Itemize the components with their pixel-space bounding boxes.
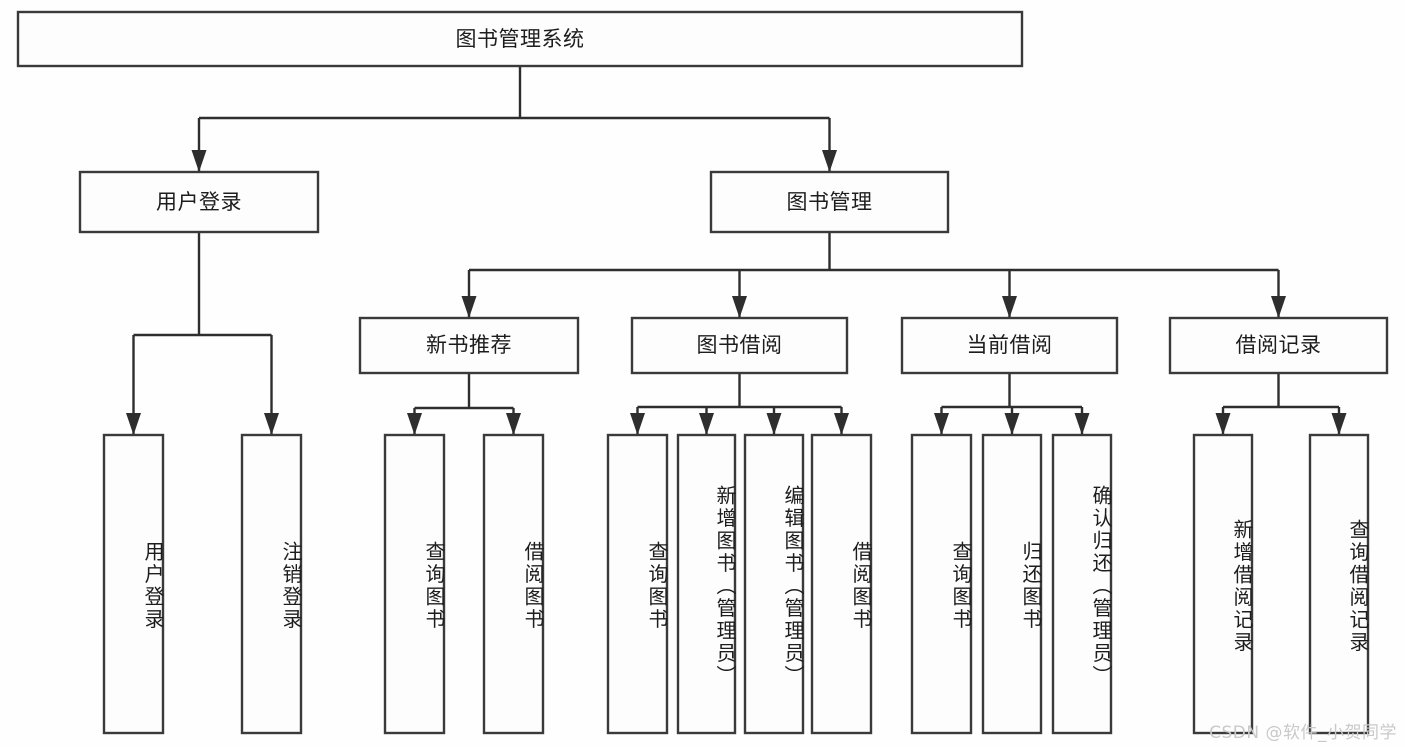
leaf-box-借阅图书[interactable]: [482, 433, 545, 735]
arrow-book-mgmt-2: [1002, 296, 1017, 318]
leaf-box-借阅图书[interactable]: [810, 433, 873, 735]
connector-layer: [126, 66, 1347, 435]
arrow-borrow-0: [630, 413, 645, 435]
box-layer: [16, 10, 1389, 735]
arrow-new-book-0: [407, 413, 422, 435]
arrow-current-1: [1004, 413, 1020, 435]
root-box-图书管理系统[interactable]: [16, 10, 1024, 68]
arrow-current-0: [934, 413, 949, 435]
leaf-box-归还图书[interactable]: [981, 433, 1043, 735]
leaf-box-编辑图书管理员[interactable]: [743, 433, 805, 735]
arrow-book-mgmt-0: [461, 296, 477, 318]
arrow-records-1: [1331, 413, 1347, 435]
level2-box-用户登录[interactable]: [78, 170, 320, 234]
leaf-box-查询借阅记录[interactable]: [1308, 433, 1370, 735]
arrow-book-mgmt-1: [732, 296, 747, 318]
level3-box-新书推荐[interactable]: [358, 316, 580, 375]
arrow-borrow-1: [699, 413, 714, 435]
arrow-root-1: [822, 150, 837, 172]
arrow-borrow-2: [766, 413, 782, 435]
leaf-box-新增图书管理员[interactable]: [676, 433, 737, 735]
leaf-box-查询图书[interactable]: [910, 433, 973, 735]
leaf-box-注销登录[interactable]: [240, 433, 303, 735]
watermark-text: CSDN @软件_小贺同学: [1209, 723, 1397, 743]
arrow-records-0: [1215, 413, 1231, 435]
arrow-book-mgmt-3: [1271, 296, 1286, 318]
level2-box-图书管理[interactable]: [709, 170, 950, 234]
leaf-box-用户登录[interactable]: [102, 433, 165, 735]
level3-box-当前借阅[interactable]: [900, 316, 1119, 375]
arrow-new-book-1: [506, 413, 521, 435]
arrow-root-0: [191, 150, 207, 172]
level3-box-图书借阅[interactable]: [630, 316, 849, 375]
leaf-box-确认归还管理员[interactable]: [1051, 433, 1113, 735]
arrow-user-login-0: [126, 413, 141, 435]
leaf-box-新增借阅记录[interactable]: [1192, 433, 1254, 735]
arrow-user-login-1: [264, 413, 279, 435]
leaf-box-查询图书[interactable]: [606, 433, 669, 735]
level3-box-借阅记录[interactable]: [1168, 316, 1389, 375]
arrow-borrow-3: [834, 413, 849, 435]
arrow-current-2: [1074, 413, 1090, 435]
leaf-box-查询图书[interactable]: [383, 433, 446, 735]
